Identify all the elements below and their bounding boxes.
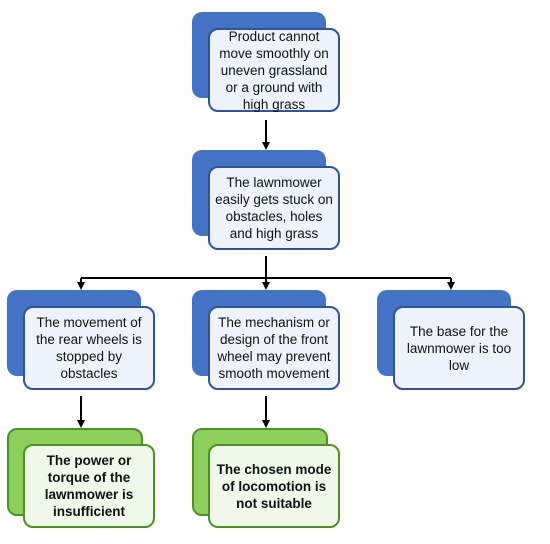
node-left-cause: The power or torque of the lawnmower is … (7, 428, 155, 528)
node-center-box: The mechanism or design of the front whe… (208, 306, 340, 390)
node-right-text: The base for the lawnmower is too low (406, 323, 512, 373)
node-middle-box: The lawnmower easily gets stuck on obsta… (208, 166, 340, 250)
node-center-cause-text: The chosen mode of locomotion is not sui… (216, 461, 332, 511)
node-right-box: The base for the lawnmower is too low (393, 306, 525, 390)
node-left: The movement of the rear wheels is stopp… (7, 290, 155, 390)
node-left-cause-box: The power or torque of the lawnmower is … (23, 444, 155, 528)
node-center-text: The mechanism or design of the front whe… (217, 315, 331, 381)
node-root: Product cannot move smoothly on uneven g… (192, 12, 340, 112)
node-right: The base for the lawnmower is too low (377, 290, 525, 390)
node-root-box: Product cannot move smoothly on uneven g… (208, 28, 340, 112)
node-root-text: Product cannot move smoothly on uneven g… (219, 28, 329, 112)
node-center: The mechanism or design of the front whe… (192, 290, 340, 390)
node-center-cause: The chosen mode of locomotion is not sui… (192, 428, 340, 528)
node-middle-text: The lawnmower easily gets stuck on obsta… (215, 175, 333, 241)
node-left-box: The movement of the rear wheels is stopp… (23, 306, 155, 390)
node-center-cause-box: The chosen mode of locomotion is not sui… (208, 444, 340, 528)
node-middle: The lawnmower easily gets stuck on obsta… (192, 150, 340, 250)
node-left-text: The movement of the rear wheels is stopp… (36, 315, 142, 381)
node-left-cause-text: The power or torque of the lawnmower is … (44, 453, 134, 519)
